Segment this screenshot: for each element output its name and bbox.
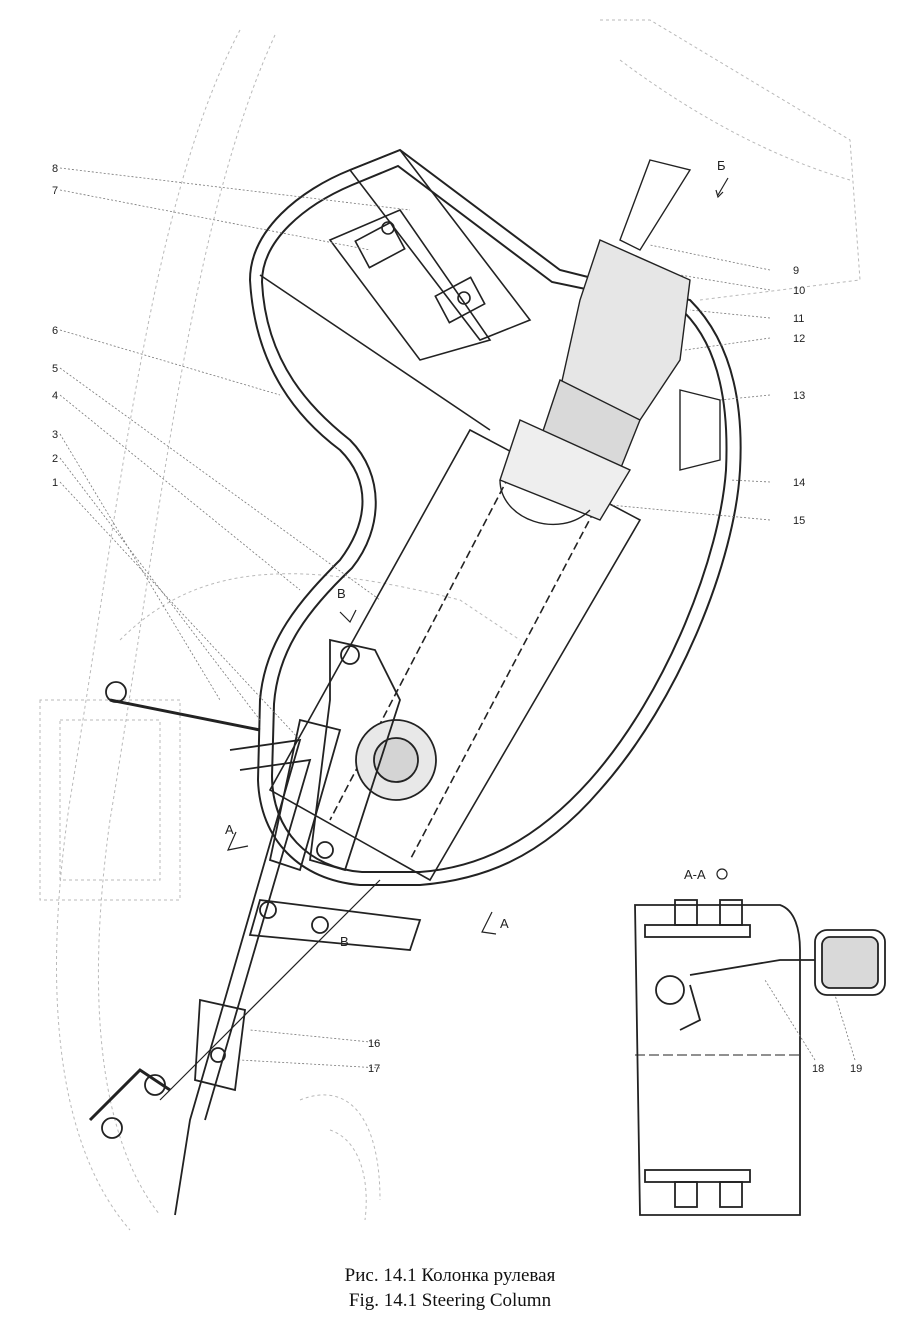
figure-caption-en: Fig. 14.1 Steering Column — [348, 1290, 552, 1311]
background-outlines — [39, 19, 861, 1231]
callout-15: 15 — [793, 515, 805, 527]
callout-14: 14 — [793, 477, 805, 489]
callout-7: 7 — [52, 185, 58, 197]
callout-8: 8 — [52, 163, 58, 175]
cut-a-right-label: А — [500, 916, 509, 931]
callout-11: 11 — [793, 313, 804, 325]
tilt-mechanism — [88, 638, 437, 1216]
callout-9: 9 — [793, 265, 799, 277]
shaft-head — [499, 159, 721, 526]
callout-labels: 1 2 3 4 5 6 7 8 9 10 11 12 13 14 15 16 1… — [52, 163, 862, 1075]
callout-16: 16 — [368, 1038, 380, 1050]
callout-19: 19 — [850, 1063, 862, 1075]
section-aa — [634, 899, 886, 1216]
cut-v-lower-label: В — [340, 934, 349, 949]
callout-12: 12 — [793, 333, 805, 345]
callout-1: 1 — [52, 477, 58, 489]
column-casing — [248, 148, 742, 886]
section-aa-symbol — [716, 868, 728, 880]
upper-bracket — [259, 149, 532, 431]
cut-a-left-label: А — [225, 822, 234, 837]
callout-4: 4 — [52, 390, 58, 402]
callout-3: 3 — [52, 429, 58, 441]
callout-2: 2 — [52, 453, 58, 465]
callout-10: 10 — [793, 285, 805, 297]
callout-5: 5 — [52, 363, 58, 375]
view-b-label: Б — [717, 158, 726, 173]
section-marks: Б В В А А А-А — [225, 158, 729, 949]
cut-v-upper-label: В — [337, 586, 346, 601]
callout-18: 18 — [812, 1063, 824, 1075]
callout-13: 13 — [793, 390, 805, 402]
leader-lines — [59, 167, 856, 1069]
figure-caption-ru: Рис. 14.1 Колонка рулевая — [344, 1265, 556, 1286]
section-aa-title: А-А — [684, 867, 706, 882]
callout-6: 6 — [52, 325, 58, 337]
callout-17: 17 — [368, 1063, 380, 1075]
